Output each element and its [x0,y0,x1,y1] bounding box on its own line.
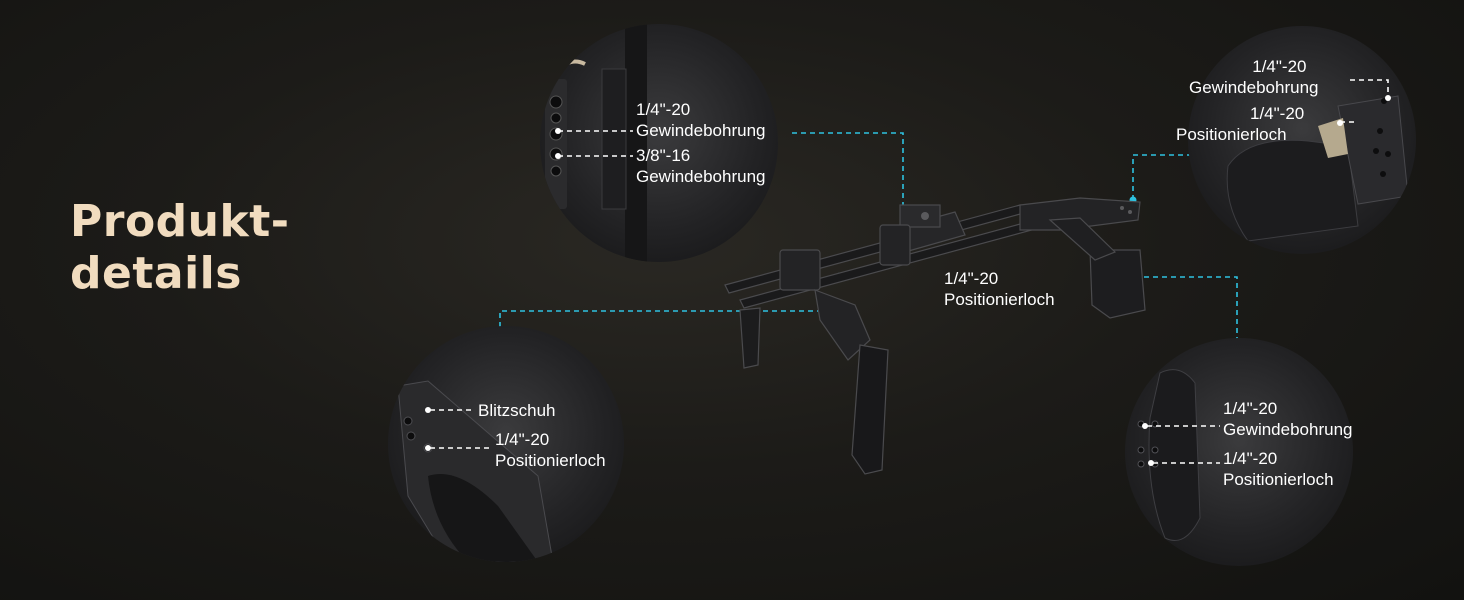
label-line: Positionierloch [1223,470,1334,489]
label-line: Gewindebohrung [636,167,766,186]
connector-bottom-right [1135,276,1238,340]
label-bottom-left-a: Blitzschuh [478,400,555,421]
shoulder-plate-detail-image [1226,95,1409,242]
label-center: 1/4"-20 Positionierloch [944,268,1055,310]
label-line: Gewindebohrung [1223,420,1353,439]
label-line: Positionierloch [1176,125,1287,144]
label-line: Positionierloch [944,290,1055,309]
label-line: 1/4"-20 [1252,57,1307,76]
label-line: 1/4"-20 [636,100,691,119]
label-top-left-b: 3/8"-16 Gewindebohrung [636,145,765,187]
label-line: Blitzschuh [478,401,556,420]
detail-circle-bottom-right [1125,338,1353,566]
page-title: Produkt- details [70,196,290,300]
label-top-right-b: 1/4"-20 Positionierloch [1176,103,1304,145]
label-bottom-left-b: 1/4"-20 Positionierloch [495,429,606,471]
label-line: 1/4"-20 [1223,449,1278,468]
connector-top-right [1132,154,1190,200]
detail-circle-top-right [1188,26,1416,254]
label-line: Gewindebohrung [1189,78,1319,97]
handle-arm-detail-image [397,380,554,562]
connector-top-left [792,132,904,228]
label-line: Gewindebohrung [636,121,766,140]
label-line: 1/4"-20 [495,430,550,449]
label-top-right-a: 1/4"-20 Gewindebohrung [1189,56,1318,98]
label-top-left-a: 1/4"-20 Gewindebohrung [636,99,765,141]
label-line: Positionierloch [495,451,606,470]
label-line: 1/4"-20 [1250,104,1305,123]
shoulder-rig-illustration [724,197,1146,475]
label-line: 3/8"-16 [636,146,691,165]
detail-circle-top-left [540,24,778,262]
label-bottom-right-a: 1/4"-20 Gewindebohrung [1223,398,1352,440]
label-bottom-right-b: 1/4"-20 Positionierloch [1223,448,1334,490]
title-line-1: Produkt- [70,196,290,247]
detail-circle-bottom-left [388,326,624,562]
label-line: 1/4"-20 [1223,399,1278,418]
label-line: 1/4"-20 [944,269,999,288]
rod-clamp-detail-image [545,24,647,262]
title-line-2: details [70,248,242,299]
